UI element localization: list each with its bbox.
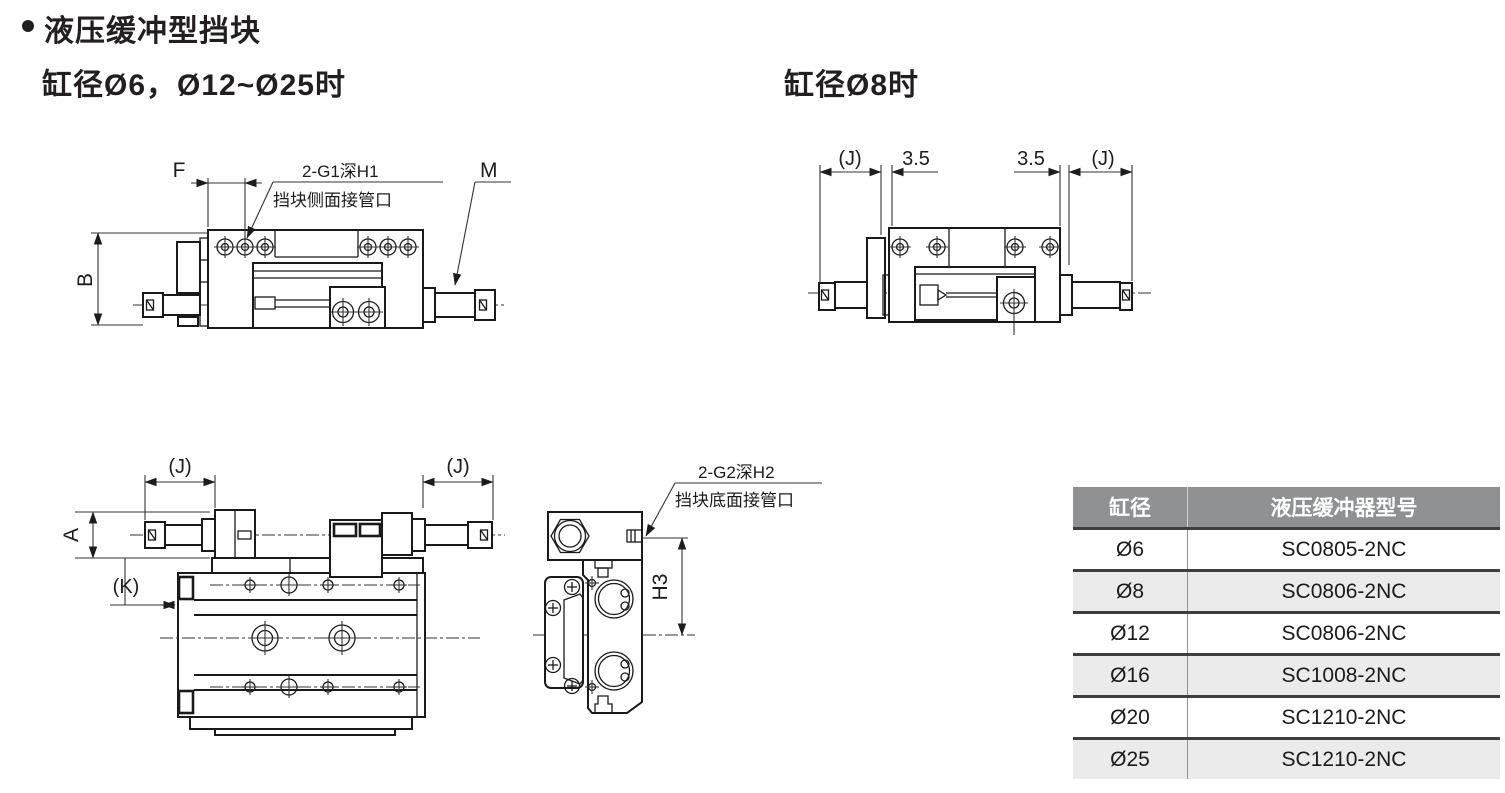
table-row: Ø20 SC1210-2NC [1073,695,1500,737]
dimensions-top: (J) 3.5 3.5 (J) [819,148,1133,283]
page-title: 液压缓冲型挡块 [44,15,261,48]
bore-cell: Ø20 [1073,698,1188,737]
table-header-row: 缸径 液压缓冲器型号 [1073,487,1500,527]
floating-joint-right [381,512,413,556]
dim-label-j-right: (J) [446,456,469,478]
subtitle-small-bores: 缸径Ø6，Ø12~Ø25时 [42,69,346,102]
piston-rod-left [834,281,868,309]
bore-cell: Ø6 [1073,530,1188,569]
snap-ring-top [594,579,634,619]
dim-label-k: (K) [113,576,140,598]
cylinder-end-body [582,559,643,714]
dim-label-b: B [74,273,97,287]
dim-label-3-5-right: 3.5 [1017,148,1045,170]
model-cell: SC0806-2NC [1281,621,1407,645]
leader-side-port: 2-G1深H1 挡块侧面接管口 [246,162,443,239]
piston-rod-left [164,524,203,546]
leader-M: M [453,159,511,286]
bullet-icon [22,20,34,32]
dimension-A: A [60,511,210,559]
bottom-port-description: 挡块底面接管口 [675,491,794,510]
clamp-slot [177,575,195,601]
bore-cell: Ø25 [1073,740,1188,779]
bore-cell: Ø12 [1073,614,1188,653]
cylinder-body-top [130,509,505,736]
cylinder-body-side [133,229,507,329]
piston-rod-right [424,524,469,546]
dim-label-j-right: (J) [1091,148,1114,170]
dim-label-m: M [480,159,498,182]
dim-label-f: F [173,159,186,182]
dimension-H3: H3 [642,537,688,636]
drawing-side-view-bore8: (J) 3.5 3.5 (J) [808,148,1152,335]
piston-rod-left [162,294,201,316]
buffer-model-table: 缸径 液压缓冲器型号 Ø6 SC0805-2NC Ø8 SC0806-2NC Ø… [1073,487,1500,779]
stopper-end-view [533,511,695,714]
model-cell: SC1008-2NC [1281,663,1407,687]
side-port-label: 2-G1深H1 [302,162,379,181]
bore-cell: Ø8 [1073,572,1188,611]
snap-ring-bottom [594,651,634,691]
model-cell: SC1210-2NC [1281,705,1407,729]
model-cell: SC0806-2NC [1281,579,1407,603]
model-cell: SC1210-2NC [1281,747,1407,771]
table-row: Ø8 SC0806-2NC [1073,569,1500,611]
slide-table-edge [211,557,424,574]
dimension-F: F [173,159,262,240]
dimension-J-left: (J) [144,456,216,520]
dim-label-j-left: (J) [168,456,191,478]
dim-label-h3: H3 [649,574,672,601]
model-cell: SC0805-2NC [1281,537,1407,561]
dimension-K: (K) [110,558,176,610]
cylinder-body-side-bore8 [808,227,1152,335]
drawing-top-view: (J) (J) A (K) [60,456,505,736]
table-row: Ø6 SC0805-2NC [1073,527,1500,569]
bottom-port-label: 2-G2深H2 [698,463,775,482]
adjuster-nut [553,519,587,553]
table-header-bore: 缸径 [1073,487,1188,527]
dimension-B: B [74,232,208,326]
table-row: Ø16 SC1008-2NC [1073,653,1500,695]
subtitle-bore8: 缸径Ø8时 [784,69,920,102]
piston-rod-right [434,292,476,318]
bore-cell: Ø16 [1073,656,1188,695]
dimension-J-right: (J) [422,456,494,520]
table-row: Ø12 SC0806-2NC [1073,611,1500,653]
side-port-description: 挡块侧面接管口 [273,191,392,210]
leader-bottom-port: 2-G2深H2 挡块底面接管口 [645,463,822,537]
table-row: Ø25 SC1210-2NC [1073,737,1500,779]
drawing-end-view: 2-G2深H2 挡块底面接管口 H3 [533,463,822,714]
buffer-block [996,276,1036,323]
dim-label-j-left: (J) [838,148,861,170]
drawing-side-view-small-bore: B F 2-G1深H1 挡块侧面接管口 M [74,159,511,329]
clamp-slot [177,689,195,715]
piston-rod-right [1071,281,1121,309]
dim-label-3-5-left: 3.5 [902,148,930,170]
mount-bracket [866,237,886,319]
table-header-model: 液压缓冲器型号 [1270,497,1418,520]
dim-label-a: A [60,528,83,542]
mount-bracket [176,241,201,294]
